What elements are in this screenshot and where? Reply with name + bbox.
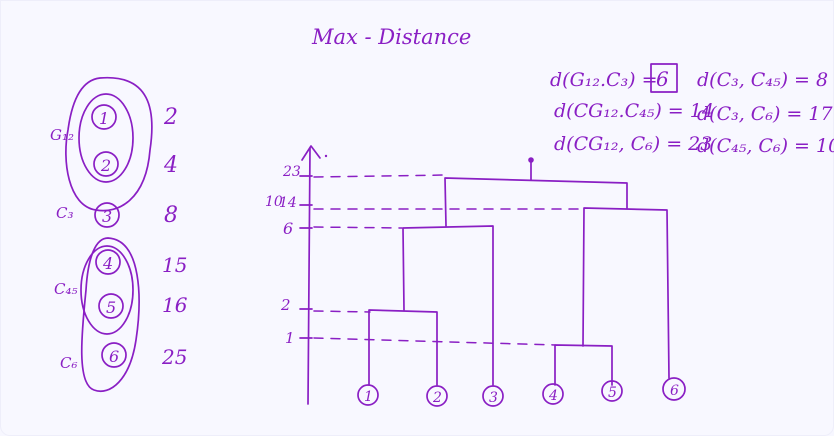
- y-tick-6: 6: [283, 219, 293, 238]
- label-c3: C₃: [56, 204, 74, 222]
- leaf-5: 5: [601, 380, 623, 402]
- y-tick-23: 23: [282, 164, 301, 180]
- point-5: 5: [98, 293, 124, 319]
- cluster-g12-c3-oval: [65, 76, 153, 212]
- cluster-c456-oval: [80, 237, 140, 392]
- value-6: 25: [161, 345, 187, 369]
- distance-g12-c3: d(G₁₂.C₃) =: [550, 69, 658, 91]
- leaf-3: 3: [482, 385, 504, 407]
- value-3: 8: [164, 203, 178, 228]
- distance-c3-c45: d(C₃, C₄₅) = 8: [697, 69, 828, 91]
- svg-text:1: 1: [99, 109, 109, 128]
- label-c45: C₄₅: [54, 280, 78, 298]
- svg-text:6: 6: [109, 347, 119, 366]
- distance-c45-c6: d(C₄₅, C₆) = 10: [697, 135, 834, 157]
- point-6: 6: [101, 342, 127, 368]
- guide-6: [313, 226, 403, 229]
- y-tick-10: 10: [265, 194, 283, 210]
- distance-g12-c6: d(CG₁₂, C₆) = 23: [554, 133, 712, 155]
- merge-12-3: [402, 225, 494, 386]
- svg-text:2: 2: [432, 390, 442, 406]
- point-2: 2: [93, 151, 119, 177]
- page-title: Max - Distance: [311, 25, 471, 49]
- svg-text:5: 5: [608, 385, 617, 401]
- cluster-c45-oval: [80, 245, 134, 335]
- svg-text:3: 3: [489, 390, 498, 406]
- label-c6: C₆: [60, 354, 78, 372]
- value-4: 15: [162, 253, 187, 277]
- y-tick-2: 2: [280, 296, 291, 314]
- guide-1: [313, 337, 556, 346]
- merge-4-5: [554, 344, 613, 386]
- leaf-4: 4: [542, 383, 564, 405]
- y-tick-1: 1: [285, 329, 295, 347]
- value-2: 4: [163, 153, 178, 178]
- leaf-6: 6: [662, 377, 686, 401]
- y-tick-marks: [299, 175, 313, 339]
- svg-text:1: 1: [364, 389, 373, 405]
- distance-notes: d(G₁₂.C₃) = 6 d(C₃, C₄₅) = 8 d(CG₁₂.C₄₅)…: [550, 63, 834, 157]
- y-axis-arrow: [301, 145, 321, 161]
- point-3: 3: [94, 202, 120, 228]
- merge-1-2: [368, 309, 438, 386]
- svg-text:3: 3: [102, 207, 112, 226]
- dendrogram: 23 10 14 6 2 1 1 2: [265, 145, 686, 407]
- merge-123-456: [444, 177, 628, 227]
- svg-text:2: 2: [100, 156, 111, 175]
- cluster-g12-oval: [78, 93, 134, 183]
- label-g12: G₁₂: [50, 126, 74, 144]
- root-node: [528, 157, 534, 163]
- guide-2: [313, 310, 371, 313]
- svg-text:5: 5: [106, 298, 116, 317]
- highlight-box: [650, 63, 678, 93]
- value-5: 16: [162, 293, 188, 317]
- y-tick-14: 14: [279, 195, 297, 211]
- distance-g12-c3-value: 6: [656, 67, 669, 91]
- y-axis: [307, 147, 311, 405]
- merge-45-6: [582, 207, 670, 379]
- distance-c3-c6: d(C₃, C₆) = 17: [697, 103, 833, 125]
- svg-text:4: 4: [102, 254, 113, 273]
- leaf-2: 2: [426, 385, 448, 407]
- svg-text:4: 4: [548, 388, 558, 404]
- value-1: 2: [163, 105, 178, 130]
- point-1: 1: [91, 104, 117, 130]
- svg-text:6: 6: [670, 383, 679, 399]
- point-4: 4: [95, 249, 121, 275]
- distance-g12-c45: d(CG₁₂.C₄₅) = 14: [554, 100, 714, 122]
- cluster-diagram: 1 2 3 4 5 6 G₁₂ C₃ C₄₅ C₆ 2 4 8 15 16: [50, 76, 188, 392]
- leaf-1: 1: [357, 384, 379, 406]
- guide-23: [313, 174, 447, 178]
